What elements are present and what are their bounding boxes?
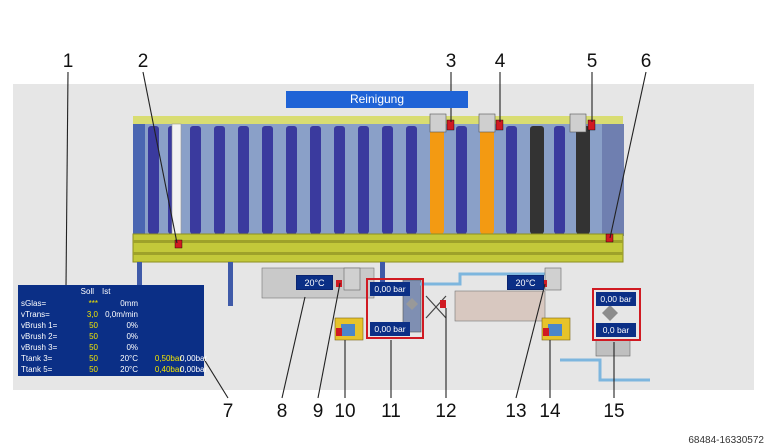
- motor-4: [478, 113, 504, 133]
- pressure-display-middle-top: 0,00 bar: [370, 282, 410, 296]
- pressure-frame-15: [592, 288, 641, 341]
- row-soll: 50: [89, 332, 98, 341]
- callout-number: 12: [435, 401, 457, 422]
- callout-number: 11: [381, 401, 401, 422]
- brush-roller: [358, 126, 369, 234]
- row-soll: 50: [89, 321, 98, 330]
- row-label: sGlas=: [21, 299, 47, 308]
- row-extra-pressure: 0,40bar: [154, 365, 182, 374]
- top-rail: [133, 116, 623, 124]
- motor-3: [429, 113, 455, 133]
- table-row: vBrush 2= 50 0%: [18, 331, 204, 342]
- callout-number: 7: [222, 401, 234, 422]
- brush-roller: [430, 126, 444, 234]
- heat-exchanger-11: [406, 298, 418, 310]
- sensor-6: [605, 233, 614, 243]
- pressure-display-right-top: 0,00 bar: [596, 292, 636, 306]
- pressure-frame-11: [366, 278, 424, 339]
- table-header: Soll Ist: [18, 286, 204, 297]
- table-row: vTrans= 3,0 0,0m/min: [18, 309, 204, 320]
- row-soll: 50: [89, 354, 98, 363]
- brush-roller: [310, 126, 321, 234]
- brush-roller: [576, 126, 590, 234]
- row-extra-pressure-ist: 0,00bar: [180, 365, 208, 374]
- brush-roller: [480, 126, 494, 234]
- row-label: Ttank 5=: [21, 365, 53, 374]
- callout-number: 4: [494, 51, 506, 72]
- pressure-display-middle-bottom: 0,00 bar: [370, 322, 410, 336]
- brush-roller: [382, 126, 393, 234]
- row-soll: ***: [88, 299, 98, 308]
- header-ist: Ist: [102, 287, 111, 296]
- callout-number: 9: [312, 401, 324, 422]
- brush-roller: [334, 126, 345, 234]
- valve-9: [336, 280, 342, 287]
- brush-roller: [190, 126, 201, 234]
- callout-number: 15: [603, 401, 625, 422]
- table-row: vBrush 3= 50 0%: [18, 342, 204, 353]
- temperature-display-left: 20°C: [296, 275, 333, 290]
- brush-roller: [554, 126, 565, 234]
- motor-5: [569, 113, 596, 133]
- row-soll: 50: [89, 365, 98, 374]
- row-soll: 3,0: [86, 310, 98, 319]
- row-ist: 0%: [126, 321, 138, 330]
- valve-12: [440, 300, 446, 308]
- callout-number: 13: [505, 401, 527, 422]
- pressure-display-right-bottom: 0,0 bar: [596, 323, 636, 337]
- callout-number: 10: [334, 401, 356, 422]
- callout-number: 3: [445, 51, 457, 72]
- tank-right: [454, 290, 546, 322]
- brush-roller: [456, 126, 467, 234]
- callout-number: 8: [276, 401, 288, 422]
- transport-frame: [132, 233, 624, 263]
- temperature-display-right: 20°C: [507, 275, 544, 290]
- callout-number: 5: [586, 51, 598, 72]
- entry-cylinder: [171, 123, 182, 237]
- row-label: vBrush 3=: [21, 343, 58, 352]
- roller-set: [148, 126, 590, 234]
- brush-roller: [530, 126, 544, 234]
- table-row: sGlas= *** 0mm: [18, 298, 204, 309]
- valve-13: [541, 280, 547, 287]
- brush-roller: [238, 126, 249, 234]
- callout-number: 1: [62, 51, 74, 72]
- callout-lines: [65, 71, 647, 399]
- brush-roller: [262, 126, 273, 234]
- callout-number: 2: [137, 51, 149, 72]
- row-extra-pressure-ist: 0,00bar: [180, 354, 208, 363]
- row-ist: 0,0m/min: [105, 310, 138, 319]
- table-row: vBrush 1= 50 0%: [18, 320, 204, 331]
- header-soll: Soll: [80, 287, 94, 296]
- dosing-valve-15: [602, 305, 618, 321]
- sensor-2: [174, 239, 183, 249]
- row-extra-pressure: 0,50bar: [154, 354, 182, 363]
- row-soll: 50: [89, 343, 98, 352]
- brush-roller: [148, 126, 159, 234]
- row-ist: 0%: [126, 332, 138, 341]
- row-ist: 0mm: [120, 299, 138, 308]
- row-ist: 0%: [126, 343, 138, 352]
- row-ist: 20°C: [120, 354, 138, 363]
- callout-number: 6: [640, 51, 652, 72]
- brush-roller: [406, 126, 417, 234]
- row-label: vBrush 1=: [21, 321, 58, 330]
- brush-roller: [506, 126, 517, 234]
- row-label: vTrans=: [21, 310, 50, 319]
- row-ist: 20°C: [120, 365, 138, 374]
- row-label: vBrush 2=: [21, 332, 58, 341]
- brush-roller: [286, 126, 297, 234]
- brush-roller: [214, 126, 225, 234]
- callout-number: 14: [539, 401, 561, 422]
- row-label: Ttank 3=: [21, 354, 53, 363]
- listing-watermark: 68484-16330572: [688, 435, 764, 446]
- mode-title: Reinigung: [286, 91, 468, 108]
